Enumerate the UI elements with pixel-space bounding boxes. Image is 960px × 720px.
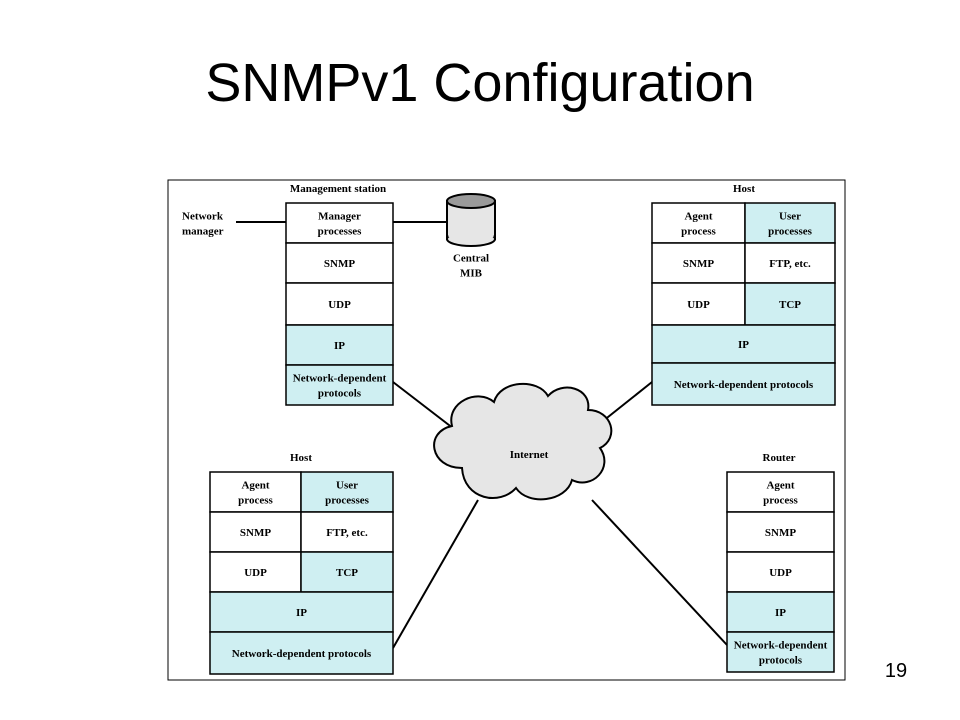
mgmt-layer-3-box [285,282,394,326]
host-bl-tcp-label: TCP [336,567,358,579]
host-tr-netdep-label: Network-dependent protocols [674,379,814,391]
host-bl-user-box [300,471,394,513]
mgmt-layer-5-label-line-1: Network-dependent [293,373,387,385]
host-bl-user-label-line-1: User [336,480,358,492]
host-bl-udp-box [209,551,302,593]
router-layer-4-label: IP [775,607,786,619]
mgmt-layer-2-box [285,242,394,284]
host-bl-ip-box [209,591,394,633]
mgmt-layer-2-label: SNMP [324,258,355,270]
internet-cloud [433,383,613,501]
network-manager-label-line-2: manager [182,226,224,238]
mgmt-layer-5-box [285,364,394,406]
host-bl-tcp-box [300,551,394,593]
host-bl-netdep-label: Network-dependent protocols [232,648,372,660]
router-title: Router [763,452,796,464]
mgmt-layer-1-label-line-2: processes [318,226,363,238]
link-router-internet [591,499,728,646]
network-manager-label-line-1: Network [182,211,224,223]
host-bl-ftp-label: FTP, etc. [326,527,368,539]
router-layer-1-box [726,471,835,513]
host-tr-agent-label-line-2: process [681,226,716,238]
host-bl-snmp-box [209,511,302,553]
router-layer-1-label-line-1: Agent [766,480,794,492]
router-layer-5-box [726,631,835,673]
mgmt-layer-1-label-line-1: Manager [318,211,361,223]
central-mib-label-line-2: MIB [460,268,483,280]
host-bl-agent-label-line-2: process [238,495,273,507]
internet-label: Internet [510,449,549,461]
host-tr-udp-label: UDP [687,299,710,311]
host-bl-title: Host [290,452,312,464]
host-tr-tcp-label: TCP [779,299,801,311]
mgmt-layer-1-box [285,202,394,244]
host-tr-user-box [744,202,836,244]
host-tr-netdep-box [651,362,836,406]
host-bl-ip-label: IP [296,607,307,619]
host-tr-user-label-line-1: User [779,211,801,223]
router-layer-5-label-line-2: protocols [759,655,803,667]
mgmt-layer-4-box [285,324,394,366]
host-bl-snmp-label: SNMP [240,527,271,539]
mgmt-title: Management station [290,183,386,195]
host-tr-title: Host [733,183,755,195]
mib-cylinder-top [446,193,496,209]
central-mib-label-line-1: Central [453,253,489,265]
host-tr-ftp-label: FTP, etc. [769,258,811,270]
host-bl-netdep-box [209,631,394,675]
router-layer-3-box [726,551,835,593]
host-tr-ip-box [651,324,836,364]
host-tr-user-label-line-2: processes [768,226,813,238]
router-layer-4-box [726,591,835,633]
router-layer-1-label-line-2: process [763,495,798,507]
mgmt-layer-3-label: UDP [328,299,351,311]
router-layer-2-label: SNMP [765,527,796,539]
host-tr-snmp-label: SNMP [683,258,714,270]
mgmt-layer-4-label: IP [334,340,345,352]
router-layer-5-label-line-1: Network-dependent [734,640,828,652]
host-bl-udp-label: UDP [244,567,267,579]
host-tr-udp-box [651,282,746,326]
slide-title: SNMPv1 Configuration [205,53,755,113]
host-tr-ip-label: IP [738,339,749,351]
router-layer-3-label: UDP [769,567,792,579]
page-number: 19 [884,660,908,682]
mgmt-layer-5-label-line-2: protocols [318,388,362,400]
link-mgmt-internet [392,381,459,433]
link-host-bl-internet [392,499,479,649]
host-tr-agent-label-line-1: Agent [684,211,712,223]
host-bl-agent-label-line-1: Agent [241,480,269,492]
host-bl-user-label-line-2: processes [325,495,370,507]
host-tr-ftp-box [744,242,836,284]
host-tr-agent-box [651,202,746,244]
host-bl-ftp-box [300,511,394,553]
